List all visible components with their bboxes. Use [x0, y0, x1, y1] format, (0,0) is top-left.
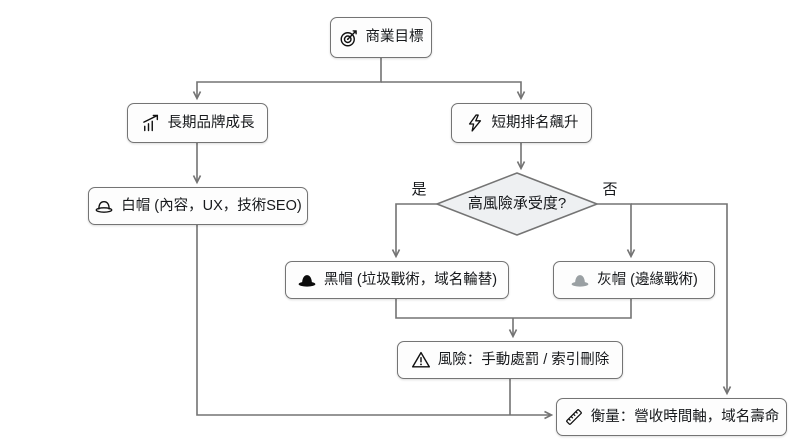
edge-decision-no-to-grayhat — [597, 203, 636, 259]
node-long-term-growth: 長期品牌成長 — [127, 103, 268, 143]
node-white-hat: 白帽 (內容，UX，技術SEO) — [88, 187, 308, 225]
edge-label-yes: 是 — [411, 181, 427, 198]
ruler-icon — [564, 407, 584, 427]
node-label: 短期排名飆升 — [491, 114, 579, 131]
black-hat-icon — [297, 270, 317, 290]
edge-goal-to-longterm — [192, 58, 382, 101]
edge-decision-yes-to-blackhat — [391, 203, 437, 259]
node-gray-hat: 灰帽 (邊緣戰術) — [553, 261, 715, 299]
gray-hat-icon — [570, 270, 590, 290]
node-label: 衡量：營收時間軸，域名壽命 — [590, 408, 780, 425]
node-business-goal: 商業目標 — [330, 17, 432, 58]
node-label: 商業目標 — [365, 29, 424, 46]
node-label: 長期品牌成長 — [167, 114, 255, 131]
edge-goal-to-shortterm — [381, 81, 526, 101]
node-risk: 風險：手動處罰 / 索引刪除 — [397, 341, 623, 379]
edge-whitehat-to-measure — [196, 225, 554, 420]
node-short-term-surge: 短期排名飆升 — [451, 103, 592, 143]
node-black-hat: 黑帽 (垃圾戰術，域名輪替) — [285, 261, 509, 299]
node-label: 白帽 (內容，UX，技術SEO) — [121, 197, 302, 214]
node-measure: 衡量：營收時間軸，域名壽命 — [556, 398, 787, 436]
edge-label-no: 否 — [602, 181, 618, 198]
decision-diamond-shape — [436, 172, 598, 236]
target-icon — [339, 28, 359, 48]
edge-decision-no-to-measure — [631, 203, 732, 396]
warning-icon — [411, 350, 431, 370]
growth-chart-icon — [141, 113, 161, 133]
white-hat-icon — [94, 196, 114, 216]
node-label: 黑帽 (垃圾戰術，域名輪替) — [323, 271, 498, 288]
edge-hats-merge-bus — [395, 299, 632, 319]
decision-risk-tolerance: 高風險承受度? — [467, 195, 567, 212]
lightning-icon — [465, 113, 485, 133]
node-label: 灰帽 (邊緣戰術) — [597, 271, 698, 288]
node-label: 風險：手動處罰 / 索引刪除 — [437, 351, 610, 368]
